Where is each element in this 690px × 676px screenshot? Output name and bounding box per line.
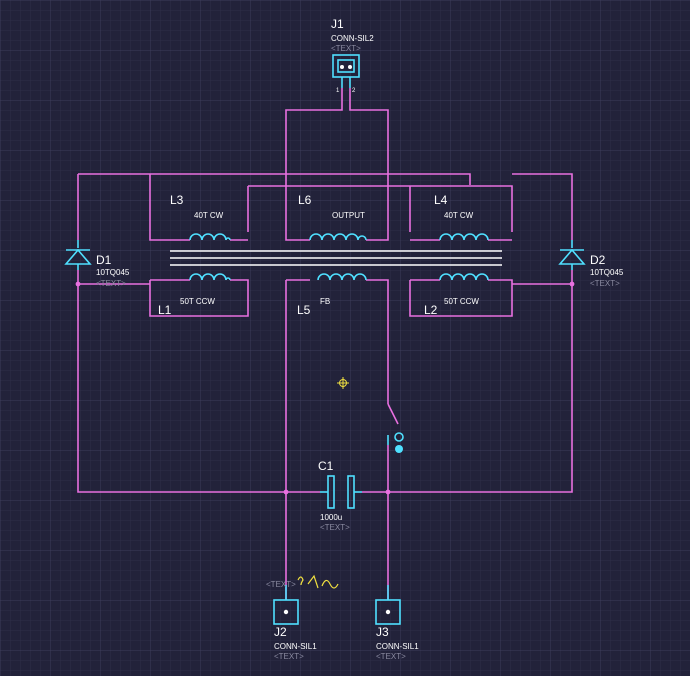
J3-ref: J3	[376, 625, 389, 639]
connector-J2[interactable]: J2 CONN-SIL1 <TEXT>	[273, 585, 317, 661]
diode-D1[interactable]: D1 10TQ045 <TEXT>	[64, 240, 130, 288]
inductor-L1[interactable]: L1 50T CCW	[158, 273, 231, 317]
J3-value: CONN-SIL1	[376, 642, 419, 651]
L5-ref: L5	[297, 303, 311, 317]
D2-ref: D2	[590, 253, 606, 267]
L3-value: 40T CW	[194, 211, 224, 220]
D2-value: 10TQ045	[590, 268, 624, 277]
J1-ref: J1	[331, 17, 344, 31]
J3-text: <TEXT>	[376, 652, 406, 661]
inductor-L2[interactable]: L2 50T CCW	[424, 273, 489, 317]
junctions	[75, 281, 575, 495]
C1-value: 1000u	[320, 513, 342, 522]
connector-J3[interactable]: J3 CONN-SIL1 <TEXT>	[375, 585, 419, 661]
L2-value: 50T CCW	[444, 297, 479, 306]
J1-pin1: 1	[336, 88, 340, 94]
L3-ref: L3	[170, 193, 184, 207]
wires	[77, 88, 573, 600]
connector-J1[interactable]: 1 2 J1 CONN-SIL2 <TEXT>	[331, 17, 374, 94]
D1-value: 10TQ045	[96, 268, 130, 277]
J2-ref: J2	[274, 625, 287, 639]
C1-text: <TEXT>	[320, 523, 350, 532]
cursor-crosshair-icon	[337, 377, 349, 389]
J2-text: <TEXT>	[274, 652, 304, 661]
inductor-L5[interactable]: L5 FB	[297, 273, 367, 317]
switch[interactable]	[387, 432, 404, 453]
L1-value: 50T CCW	[180, 297, 215, 306]
L6-ref: L6	[298, 193, 312, 207]
J1-pin2: 2	[352, 88, 356, 94]
inductor-L4[interactable]: L4 40T CW	[434, 193, 489, 241]
L6-value: OUTPUT	[332, 211, 365, 220]
floating-text: <TEXT>	[266, 580, 296, 589]
L4-value: 40T CW	[444, 211, 474, 220]
inductor-L3[interactable]: L3 40T CW	[170, 193, 231, 241]
L4-ref: L4	[434, 193, 448, 207]
L1-ref: L1	[158, 303, 172, 317]
D2-text: <TEXT>	[590, 279, 620, 288]
capacitor-C1[interactable]: C1 1000u <TEXT>	[318, 459, 362, 532]
J2-value: CONN-SIL1	[274, 642, 317, 651]
sine-source-annotation-icon	[297, 574, 339, 589]
L5-value: FB	[320, 297, 330, 306]
D1-text: <TEXT>	[96, 279, 126, 288]
diode-D2[interactable]: D2 10TQ045 <TEXT>	[558, 240, 624, 288]
J1-value: CONN-SIL2	[331, 34, 374, 43]
D1-ref: D1	[96, 253, 112, 267]
L2-ref: L2	[424, 303, 438, 317]
inductor-L6[interactable]: L6 OUTPUT	[298, 193, 367, 241]
C1-ref: C1	[318, 459, 334, 473]
J1-text: <TEXT>	[331, 44, 361, 53]
transformer-core	[170, 250, 502, 266]
